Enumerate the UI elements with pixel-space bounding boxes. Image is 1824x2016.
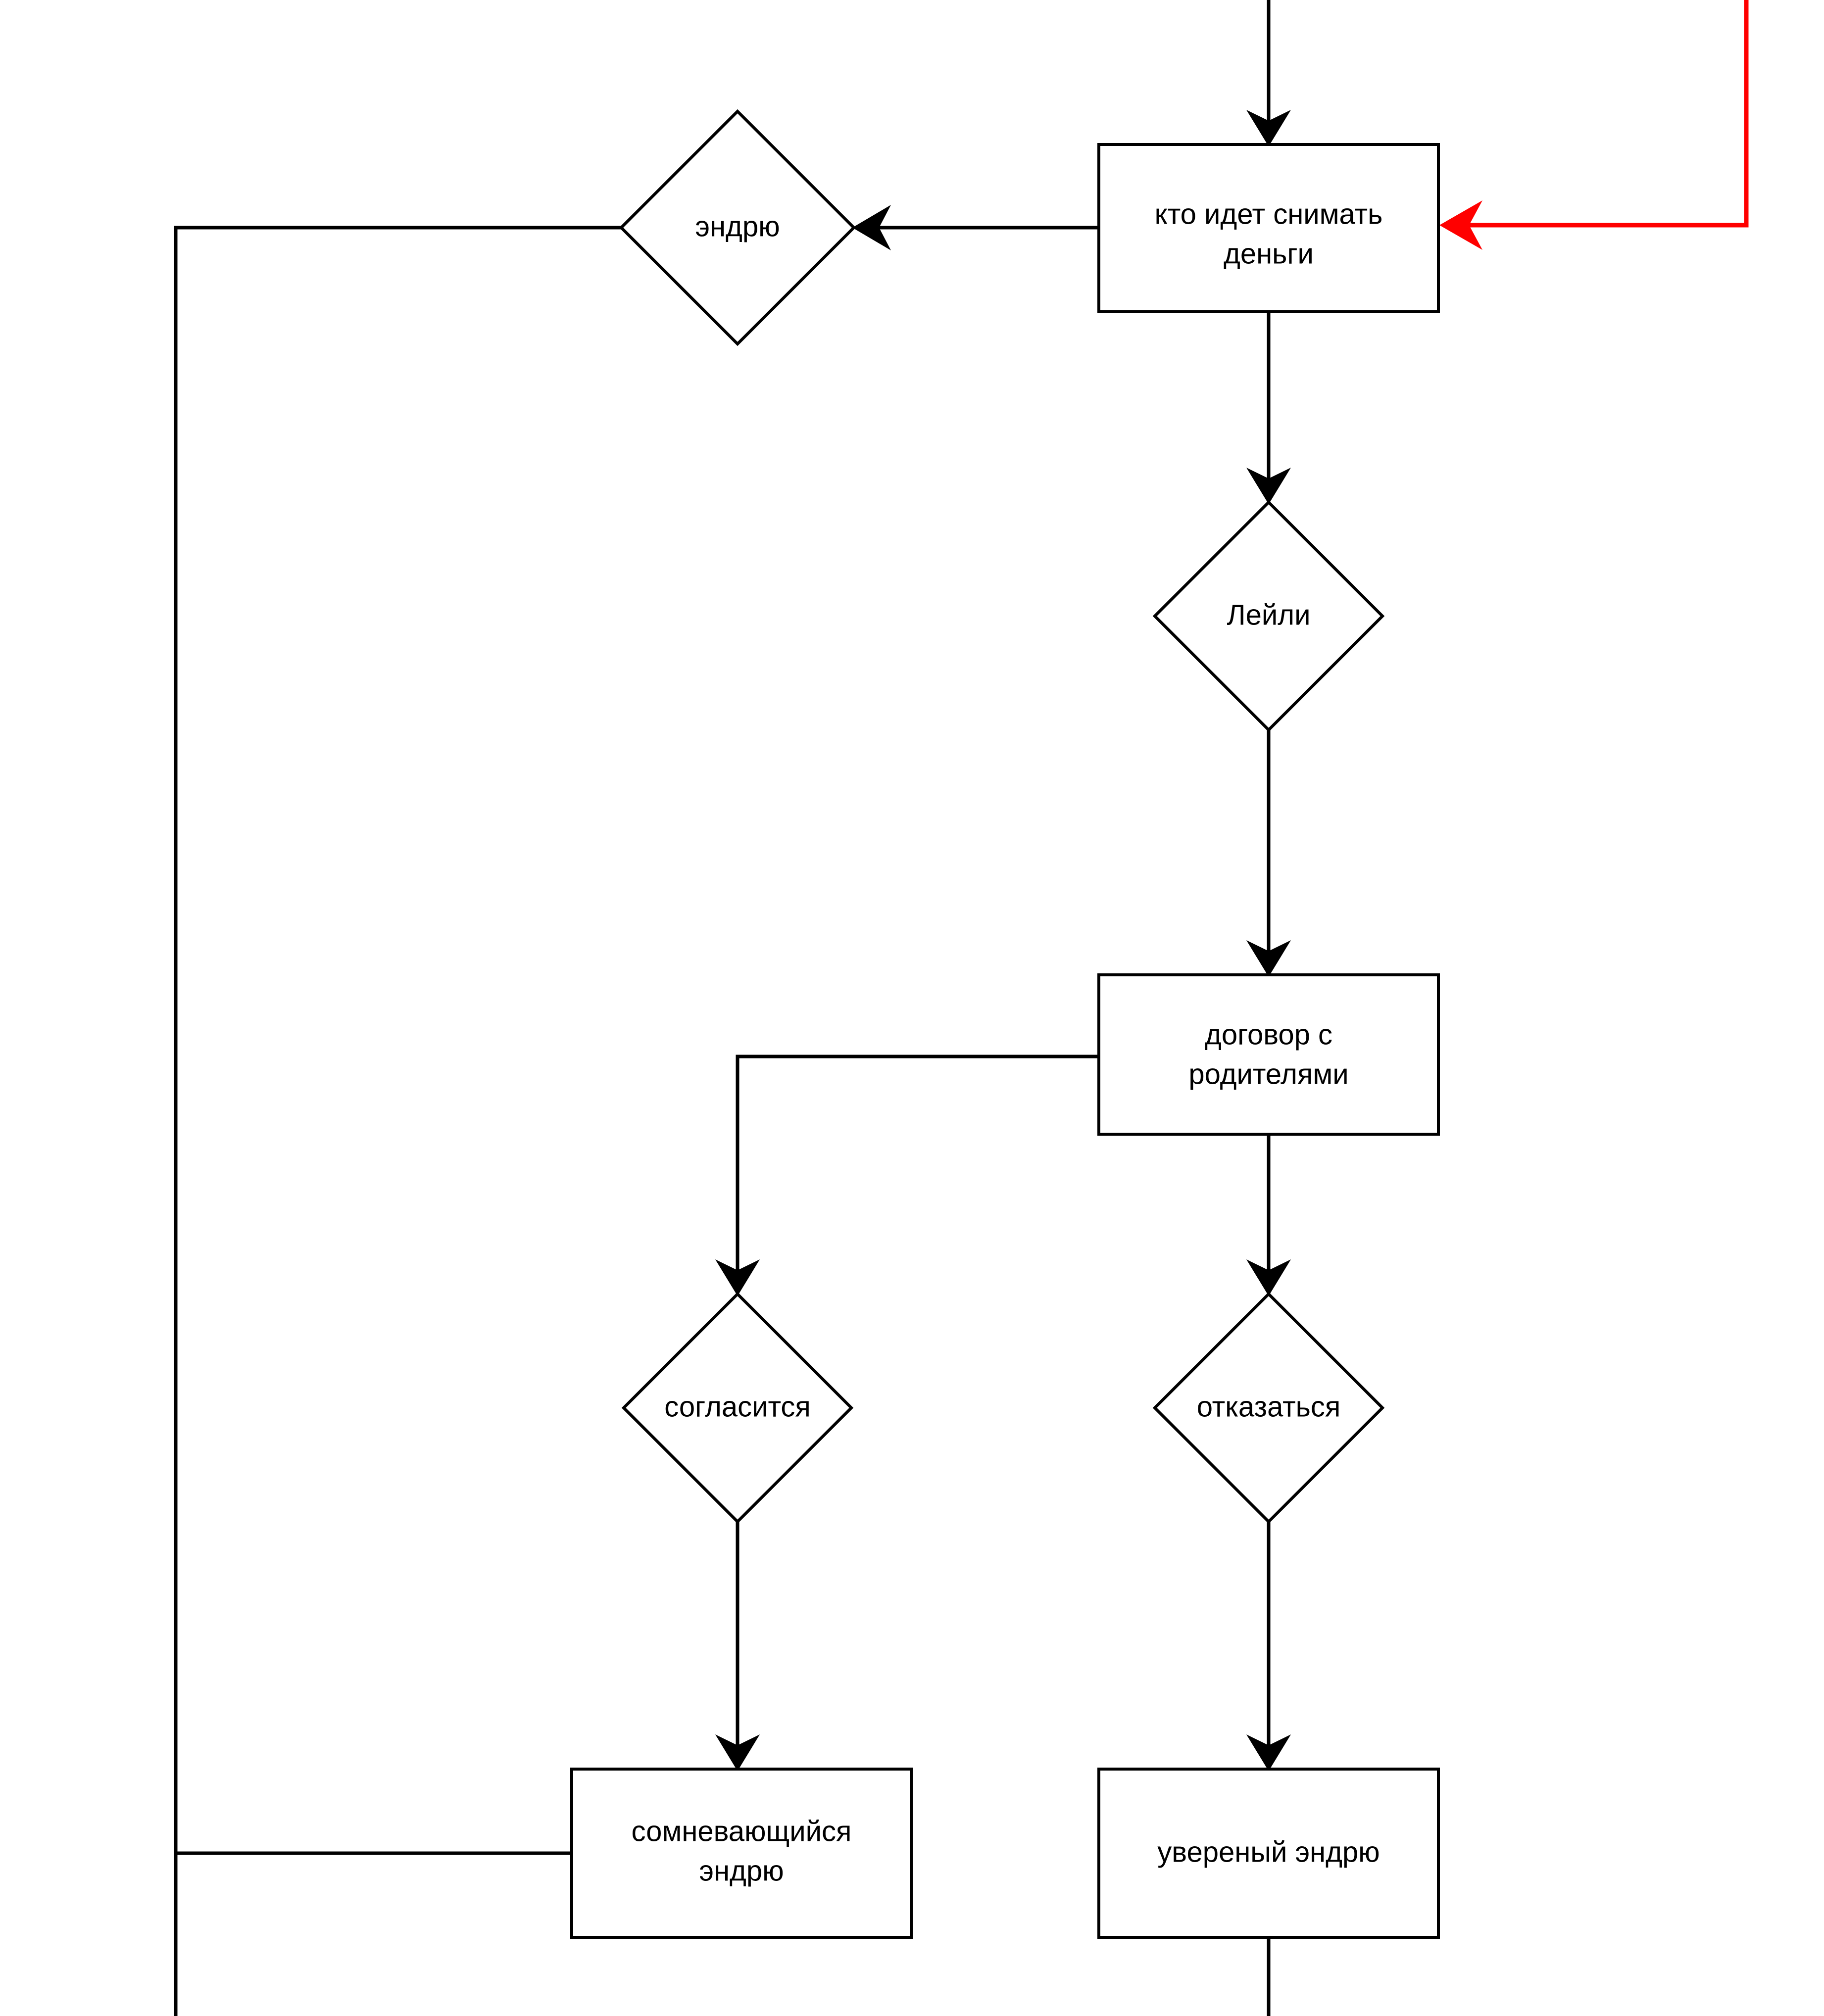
node-kto-idet-snimat-dengi[interactable]: кто идет снимать деньги [1097, 143, 1440, 313]
node-otkazatsya[interactable]: отказаться [1152, 1292, 1385, 1524]
node-endryu[interactable]: эндрю [619, 109, 856, 346]
process-box[interactable] [1097, 973, 1440, 1136]
edge-otkazatsya-to-uvereny [1246, 1522, 1291, 1771]
edge-feedback-red [1439, 0, 1749, 250]
arrow-head-icon [1246, 940, 1291, 977]
node-label-line2: деньги [1224, 238, 1314, 270]
edge-kto-idet-to-endryu [852, 205, 1099, 250]
arrow-head-icon [1439, 200, 1482, 250]
edge-dogovor-to-soglasitsya [715, 1055, 1099, 1296]
edge-layer [174, 0, 1749, 2016]
edge-leyli-to-dogovor [1246, 730, 1291, 977]
node-uvereny-endryu[interactable]: увереный эндрю [1097, 1768, 1440, 1939]
process-box[interactable] [570, 1768, 913, 1939]
arrow-head-icon [1246, 468, 1291, 504]
arrow-head-icon [715, 1734, 760, 1771]
decision-diamond[interactable] [1152, 500, 1385, 732]
process-box[interactable] [1097, 1768, 1440, 1939]
node-label-line1: согласится [664, 1391, 811, 1423]
node-label-line1: увереный эндрю [1157, 1836, 1380, 1868]
node-label-line1: отказаться [1197, 1391, 1341, 1423]
node-somnevayushchiysya-endryu[interactable]: сомневающийся эндрю [570, 1768, 913, 1939]
arrow-head-icon [715, 1259, 760, 1296]
edge-dogovor-to-otkazatsya [1246, 1134, 1291, 1296]
node-label-line1: Лейли [1227, 599, 1311, 631]
node-leyli[interactable]: Лейли [1152, 500, 1385, 732]
edge-kto-idet-to-leyli [1246, 312, 1291, 504]
arrow-head-icon [852, 205, 891, 250]
decision-diamond[interactable] [1152, 1292, 1385, 1524]
node-label-line2: родителями [1188, 1058, 1348, 1090]
edge-endryu-left-spine [174, 226, 621, 2016]
edge-soglasitsya-to-somnevayushchiysya [715, 1522, 760, 1771]
node-soglasitsya[interactable]: согласится [621, 1292, 854, 1524]
node-label-line1: кто идет снимать [1155, 198, 1383, 230]
arrow-head-icon [1246, 1259, 1291, 1296]
node-label-line1: договор с [1205, 1018, 1332, 1051]
node-layer: кто идет снимать деньги эндрю Лейли дого… [570, 109, 1440, 1939]
node-label-line1: сомневающийся [632, 1815, 852, 1847]
decision-diamond[interactable] [619, 109, 856, 346]
node-label-line2: эндрю [699, 1855, 784, 1887]
node-dogovor-s-roditelyami[interactable]: договор с родителями [1097, 973, 1440, 1136]
node-label-line1: эндрю [695, 210, 780, 242]
edge-top-into-kto-idet [1246, 0, 1291, 146]
arrow-head-icon [1246, 110, 1291, 146]
process-box[interactable] [1097, 143, 1440, 313]
arrow-head-icon [1246, 1734, 1291, 1771]
decision-diamond[interactable] [621, 1292, 854, 1524]
